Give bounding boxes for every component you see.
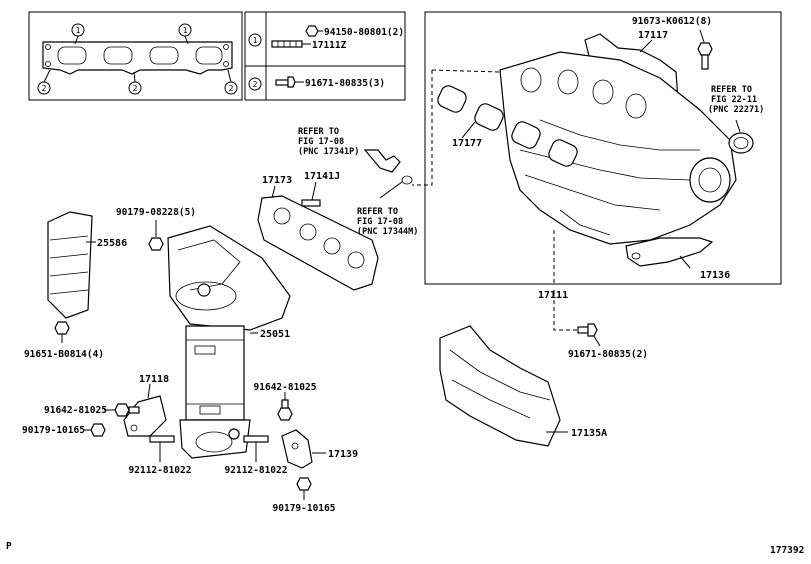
label-17141j: 17141J [304, 171, 340, 182]
label-90179-08228: 90179-08228(5) [116, 207, 196, 218]
marker-2: 2 [229, 84, 234, 93]
label-17177: 17177 [452, 138, 482, 149]
bolt-icon [577, 326, 589, 334]
refer-22-11-line2: FIG 22-11 [711, 95, 757, 105]
corner-letter: P [6, 541, 12, 552]
intake-manifold-group [412, 11, 782, 331]
bolt-icon [114, 403, 130, 417]
stud-icon [271, 40, 303, 48]
marker-2: 2 [42, 84, 47, 93]
label-91642-left: 91642-81025 [44, 405, 107, 416]
legend-part-17111z: 17111Z [312, 40, 347, 51]
hose-clip [401, 175, 413, 185]
nut-icon [296, 477, 312, 491]
label-91673: 91673-K0612(8) [632, 16, 712, 27]
figure-number: 177392 [770, 545, 804, 556]
legend-marker-2: 2 [253, 80, 258, 89]
bolt-icon [697, 42, 713, 56]
label-25051: 25051 [260, 329, 290, 340]
bolt-icon [275, 79, 289, 86]
label-17135a: 17135A [571, 428, 607, 439]
label-91651: 91651-B0814(4) [24, 349, 104, 360]
nut-icon [148, 237, 164, 251]
gasket-inset: 1 1 2 2 2 [28, 11, 243, 101]
fastener-legend: 1 2 94150-80801(2) 17111Z 91671-80835(3) [244, 11, 406, 101]
heat-insulator-17135a [439, 325, 568, 447]
throttle-flange [689, 157, 731, 203]
vacuum-hose [363, 149, 401, 173]
bolt-icon [54, 321, 70, 335]
marker-1: 1 [76, 26, 81, 35]
legend-marker-1: 1 [253, 36, 258, 45]
exhaust-manifold-converter [167, 225, 291, 459]
refer-17344m-line2: FIG 17-08 [357, 217, 403, 227]
label-17111: 17111 [538, 290, 568, 301]
stud-icon [301, 199, 321, 207]
refer-17341p-line1: REFER TO [298, 127, 339, 137]
refer-22-11-line1: REFER TO [711, 85, 752, 95]
refer-17344m-line3: (PNC 17344M) [357, 227, 418, 237]
label-17136: 17136 [700, 270, 730, 281]
label-25586: 25586 [97, 238, 127, 249]
bolt-icon [277, 407, 293, 421]
label-17173: 17173 [262, 175, 292, 186]
marker-2: 2 [133, 84, 138, 93]
label-91671-2: 91671-80835(2) [568, 349, 648, 360]
label-91642-right: 91642-81025 [254, 382, 317, 393]
label-90179-10165-left: 90179-10165 [22, 425, 85, 436]
refer-17341p-line2: FIG 17-08 [298, 137, 344, 147]
legend-part-91671-3: 91671-80835(3) [305, 78, 385, 89]
intake-gaskets [437, 85, 578, 167]
nut-icon [305, 25, 319, 37]
label-92112-right: 92112-81022 [225, 465, 288, 476]
intake-manifold-body [499, 51, 737, 245]
label-92112-left: 92112-81022 [129, 465, 192, 476]
label-17118: 17118 [139, 374, 169, 385]
bracket-17139 [281, 429, 326, 469]
label-17117: 17117 [638, 30, 668, 41]
marker-1: 1 [183, 26, 188, 35]
refer-22-11-line3: (PNC 22271) [708, 105, 764, 115]
stud-icon [149, 435, 175, 443]
throttle-gasket [728, 132, 754, 154]
manifold-bracket [625, 237, 714, 267]
label-90179-10165-bottom: 90179-10165 [273, 503, 336, 514]
part-labels: 91673-K0612(8) 17117 REFER TO FIG 22-11 … [6, 16, 804, 556]
heat-insulator-25586 [47, 211, 96, 319]
refer-17341p-line3: (PNC 17341P) [298, 147, 359, 157]
exhaust-gasket [257, 185, 379, 291]
nut-icon [90, 423, 106, 437]
label-17139: 17139 [328, 449, 358, 460]
legend-part-94150: 94150-80801(2) [324, 27, 404, 38]
stud-icon [243, 435, 269, 443]
refer-17344m-line1: REFER TO [357, 207, 398, 217]
